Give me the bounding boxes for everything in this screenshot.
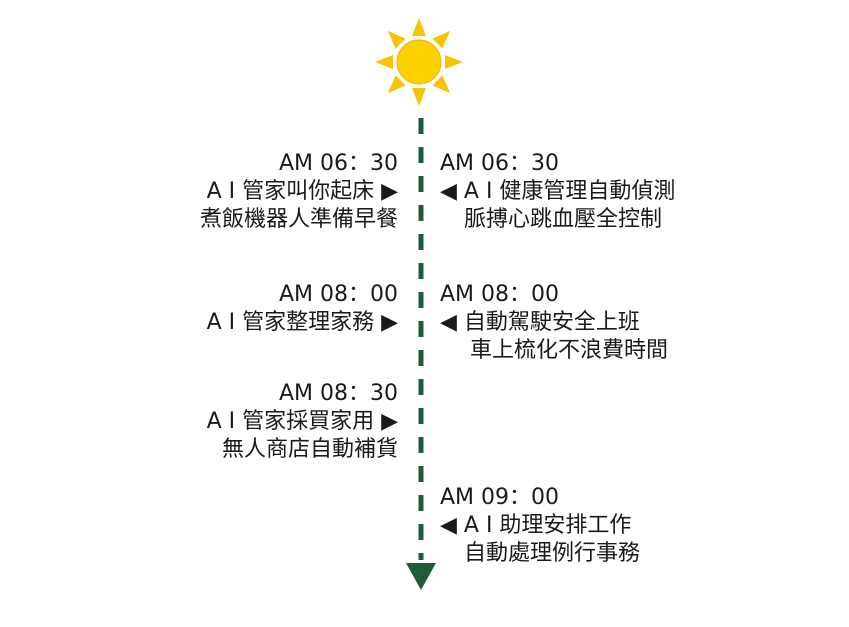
- sun-ray: [432, 75, 451, 94]
- entry-line1: A I 管家叫你起床 ▶: [206, 179, 398, 204]
- sun-rays: [375, 18, 463, 106]
- entry-time: AM 08：30: [278, 381, 398, 406]
- sun-ray: [432, 30, 451, 49]
- right-entry-2: AM 08：00 ◀ 自動駕駛安全上班 車上梳化不浪費時間: [440, 281, 668, 365]
- sun-ray: [412, 88, 426, 106]
- entry-time: AM 09：00: [440, 485, 560, 510]
- entry-time: AM 06：30: [440, 151, 560, 176]
- sun-ray: [412, 18, 426, 36]
- entry-line1: A I 管家採買家用 ▶: [206, 409, 398, 434]
- entry-line1: A I 管家整理家務 ▶: [206, 310, 398, 335]
- entry-line2: 車上梳化不浪費時間: [470, 338, 669, 363]
- sun-ray: [387, 30, 406, 49]
- entry-line1: ◀ A I 助理安排工作: [440, 513, 632, 538]
- entry-line2: 無人商店自動補貨: [221, 437, 398, 462]
- sun-core: [396, 39, 442, 85]
- right-entry-1: AM 06：30 ◀ A I 健康管理自動偵測 脈搏心跳血壓全控制: [440, 150, 675, 234]
- entry-time: AM 08：00: [278, 282, 398, 307]
- entry-line2: 脈搏心跳血壓全控制: [464, 207, 663, 232]
- left-entry-3: AM 08：30 A I 管家採買家用 ▶ 無人商店自動補貨: [207, 380, 398, 464]
- arrow-down-icon: [406, 563, 436, 590]
- entry-time: AM 08：00: [440, 282, 560, 307]
- sun-ray: [387, 75, 406, 94]
- right-entry-3: AM 09：00 ◀ A I 助理安排工作 自動處理例行事務: [440, 484, 640, 568]
- entry-line2: 自動處理例行事務: [464, 541, 641, 566]
- left-entry-2: AM 08：00 A I 管家整理家務 ▶: [207, 281, 398, 337]
- sun-ray: [375, 55, 393, 69]
- entry-time: AM 06：30: [278, 151, 398, 176]
- sun-ray: [445, 55, 463, 69]
- sun-icon: [375, 18, 463, 106]
- entry-line1: ◀ 自動駕駛安全上班: [440, 310, 640, 335]
- entry-line2: 煮飯機器人準備早餐: [199, 207, 398, 232]
- left-entry-1: AM 06：30 A I 管家叫你起床 ▶ 煮飯機器人準備早餐: [200, 150, 398, 234]
- entry-line1: ◀ A I 健康管理自動偵測: [440, 179, 676, 204]
